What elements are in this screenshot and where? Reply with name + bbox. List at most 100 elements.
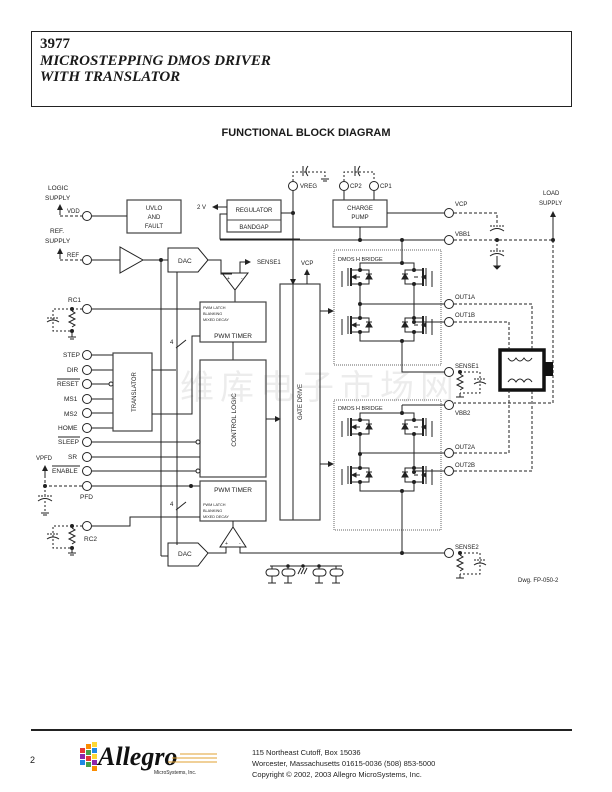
out2b-label: OUT2B (455, 463, 475, 469)
enable-label: ENABLE (52, 468, 78, 475)
reset-label: RESET (57, 381, 79, 388)
pfd-label: PFD (80, 494, 93, 501)
svg-text:-: - (239, 541, 241, 547)
rc2-label: RC2 (84, 536, 97, 543)
control-pins: SLEEP SR VPFD ENABLE PFD (36, 436, 201, 516)
bus-width-label: 4 (170, 502, 174, 508)
pwm-timer1-label: PWM TIMER (214, 333, 252, 340)
dir-label: DIR (67, 367, 79, 374)
sr-label: SR (68, 454, 77, 461)
pin-home (82, 423, 92, 433)
pin-ms2 (82, 408, 92, 418)
address-line1: 115 Northeast Cutoff, Box 15036 (252, 748, 361, 757)
brand-name: Allegro (96, 742, 177, 771)
pin-ms1 (82, 394, 92, 404)
pin-cp2 (339, 181, 349, 191)
translator-pins: STEP DIR RESET MS1 MS2 HOME (57, 350, 114, 433)
blanking-label: BLANKING (203, 509, 222, 513)
dac2-label: DAC (178, 551, 192, 558)
logic-supply: LOGIC SUPPLY VDD (45, 185, 92, 221)
document-title-line1: MICROSTEPPING DMOS DRIVER (40, 53, 271, 69)
out1a-label: OUT1A (455, 295, 475, 301)
cp2-label: CP2 (350, 184, 362, 190)
mosfet-high-left-icon (341, 415, 373, 439)
pin-vbb2 (444, 400, 454, 410)
h-bridge-2-label: DMOS H BRIDGE (338, 406, 383, 412)
pin-rc1 (82, 304, 92, 314)
pwm-timer2-label: PWM TIMER (214, 487, 252, 494)
two-volt-label: 2 V (197, 205, 206, 211)
rc1-label: RC1 (68, 297, 81, 304)
pin-vreg (288, 181, 298, 191)
regulator-label: REGULATOR (236, 208, 273, 214)
pin-step (82, 350, 92, 360)
sense1-signal-label: SENSE1 (257, 260, 281, 266)
pin-vdd (82, 211, 92, 221)
pin-cp1 (369, 181, 379, 191)
translator-label: TRANSLATOR (132, 371, 138, 411)
control-logic-label: CONTROL LOGIC (231, 393, 238, 447)
company-address: 115 Northeast Cutoff, Box 15036 Worceste… (252, 747, 435, 780)
stepper-motor (498, 348, 553, 392)
mosfet-low-left-icon (341, 313, 373, 337)
uvlo-label: AND (148, 215, 161, 221)
dac1-block (167, 247, 209, 273)
mixed-decay-label: MIXED DECAY (203, 318, 229, 322)
sense2-label: SENSE2 (455, 545, 479, 551)
pin-sense2 (444, 548, 454, 558)
mosfet-high-right-icon (401, 265, 433, 289)
copyright: Copyright © 2002, 2003 Allegro MicroSyst… (252, 770, 422, 779)
bandgap-label: BANDGAP (239, 225, 268, 231)
mixed-decay-label: MIXED DECAY (203, 515, 229, 519)
pin-sr (82, 452, 92, 462)
footer-rule (31, 729, 572, 731)
logic-supply-label-1: LOGIC (48, 185, 69, 192)
step-label: STEP (63, 352, 80, 359)
pwm-latch-label: PWM LATCH (203, 306, 226, 310)
charge-pump-block (332, 199, 388, 228)
home-label: HOME (58, 425, 78, 432)
mosfet-high-right-icon (401, 415, 433, 439)
dac1-label: DAC (178, 258, 192, 265)
h-bridge-1-label: DMOS H BRIDGE (338, 257, 383, 263)
mosfet-low-right-icon (401, 313, 433, 337)
pin-out2b (444, 466, 454, 476)
mosfet-high-left-icon (341, 265, 373, 289)
pin-rc2 (82, 521, 92, 531)
load-supply-label-2: SUPPLY (539, 201, 562, 207)
vpfd-label: VPFD (36, 456, 53, 462)
load-supply-label-1: LOAD (543, 191, 560, 197)
ms2-label: MS2 (64, 411, 78, 418)
mosfet-low-left-icon (341, 463, 373, 487)
ref-supply-label-1: REF. (50, 228, 64, 235)
logo-mosaic-icon (80, 742, 97, 771)
out1b-label: OUT1B (455, 313, 475, 319)
watermark: 维库电子市场网 (180, 368, 460, 408)
uvlo-label: FAULT (145, 224, 164, 230)
svg-text:-: - (241, 276, 243, 282)
svg-text:+: + (227, 276, 230, 282)
mosfet-low-right-icon (401, 463, 433, 487)
cp1-label: CP1 (380, 184, 392, 190)
document-header: 3977 MICROSTEPPING DMOS DRIVER WITH TRAN… (31, 31, 572, 107)
uvlo-label: UVLO (146, 206, 163, 212)
pin-out1b (444, 317, 454, 327)
ref-supply: REF. SUPPLY REF (45, 228, 92, 265)
pin-dir (82, 365, 92, 375)
figure-title: FUNCTIONAL BLOCK DIAGRAM (221, 127, 391, 139)
comparator2 (219, 526, 247, 548)
blanking-label: BLANKING (203, 312, 222, 316)
pin-enable (82, 466, 92, 476)
address-line2: Worcester, Massachusetts 01615-0036 (508… (252, 759, 436, 768)
output-pins: OUT1A OUT1B SENSE1 VBB2 OUT2A OUT2B SENS… (444, 295, 479, 558)
sense1-label: SENSE1 (455, 364, 479, 370)
pin-reset (82, 379, 92, 389)
svg-text:+: + (225, 541, 228, 547)
vreg-label: VREG (300, 184, 317, 190)
part-number: 3977 (40, 36, 70, 52)
pin-sleep (82, 437, 92, 447)
gate-drive-block (279, 283, 321, 521)
h-bridge-2: DMOS H BRIDGE (333, 399, 442, 531)
gate-drive-label: GATE DRIVE (298, 384, 304, 420)
